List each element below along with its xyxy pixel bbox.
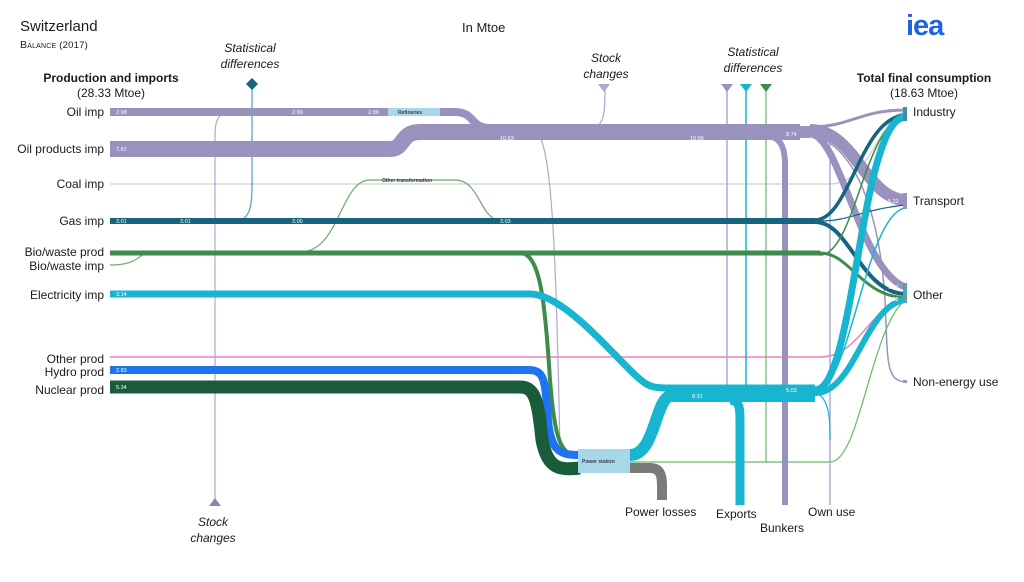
value-other-in-a: 1.77	[888, 285, 899, 291]
flow-nonenergy	[824, 139, 906, 383]
refineries-node	[388, 108, 440, 116]
stock-top-label: Stock changes	[556, 50, 656, 82]
stat-diff-left-line-2: differences	[220, 57, 280, 71]
value-oil-total-a: 10.63	[500, 136, 514, 142]
refineries-label: Refineries	[398, 110, 422, 116]
sink-bar-industry	[903, 107, 907, 121]
flow-hydro	[110, 366, 581, 459]
stock-top-line-2: changes	[583, 67, 629, 81]
stock-top-line-1: Stock	[590, 51, 621, 65]
flow-gas-transport	[819, 204, 906, 222]
value-oil-total-c: 8.74	[786, 132, 797, 138]
sink-transport: Transport	[913, 194, 964, 208]
total-final-consumption-title: Total final consumption	[856, 71, 992, 85]
loss-power-losses: Power losses	[625, 505, 697, 519]
value-oil-products-imp: 7.67	[116, 147, 127, 153]
value-elec-out: 5.03	[786, 388, 797, 394]
stock-bottom-line-2: changes	[190, 531, 236, 545]
value-elec-mid: 8.31	[692, 394, 703, 400]
balance-label: Balance	[20, 39, 57, 51]
source-coal-imp: Coal imp	[56, 177, 104, 191]
flow-elec-power	[628, 390, 815, 461]
sink-industry: Industry	[913, 105, 956, 119]
flow-power-losses	[630, 463, 667, 500]
stat-diff-right-oil-marker	[721, 84, 733, 92]
source-oil-products-imp: Oil products imp	[17, 142, 104, 156]
sink-bar-nonenergy	[903, 380, 907, 383]
flow-oil-stock-top	[589, 89, 606, 129]
loss-exports: Exports	[716, 507, 757, 521]
stat-diff-right-label: Statistical differences	[703, 44, 803, 76]
unit-label: In Mtoe	[462, 20, 506, 35]
flow-elec-imp	[110, 290, 815, 392]
balance-subtitle: Balance (2017)	[20, 39, 88, 51]
stat-diff-left-label: Statistical differences	[200, 40, 300, 72]
flow-nuclear	[110, 380, 581, 476]
value-gas-d: 3.03	[500, 219, 511, 225]
value-gas-c: 3.00	[292, 219, 303, 225]
value-gas-a: 3.01	[116, 219, 127, 225]
balance-year: (2017)	[59, 40, 88, 51]
value-oil-total-b: 10.96	[690, 136, 704, 142]
flow-oil-stock-bottom	[214, 111, 233, 500]
flow-bio-power	[519, 251, 581, 459]
source-bio-waste-prod: Bio/waste prod	[24, 245, 104, 259]
source-hydro-prod: Hydro prod	[44, 365, 104, 379]
flow-oil-industry	[809, 108, 906, 129]
stat-diff-right-bio-marker	[760, 84, 772, 92]
sink-bar-other	[903, 283, 907, 303]
production-imports-title: Production and imports	[43, 71, 179, 85]
stat-diff-left-line-1: Statistical	[224, 41, 276, 55]
source-gas-imp: Gas imp	[59, 214, 104, 228]
flow-elec-industry	[813, 113, 907, 394]
flow-elec-other	[814, 297, 906, 396]
flow-elec-transport	[814, 207, 906, 393]
value-oil-imp-a: 2.98	[116, 110, 127, 116]
total-final-consumption-total: (18.63 Mtoe)	[889, 86, 959, 100]
flow-gas-industry	[814, 113, 906, 222]
stock-bottom-label: Stock changes	[163, 514, 263, 546]
value-oil-imp-c: 2.99	[368, 110, 379, 116]
value-elec-imp: 3.14	[116, 292, 127, 298]
value-gas-b: 3.01	[180, 219, 191, 225]
stat-diff-right-elec-marker	[740, 84, 752, 92]
sink-non-energy-use: Non-energy use	[913, 375, 999, 389]
other-transformation-label: Other transformation	[382, 178, 432, 184]
stock-top-marker	[598, 84, 610, 92]
power-station-label: Power station	[582, 459, 615, 465]
value-nuclear: 5.34	[116, 385, 127, 391]
value-hydro: 2.83	[116, 368, 127, 374]
stock-bottom-marker	[209, 498, 221, 506]
loss-own-use: Own use	[808, 505, 856, 519]
sink-other: Other	[913, 288, 944, 302]
source-other-prod: Other prod	[46, 352, 104, 366]
loss-bunkers: Bunkers	[760, 521, 805, 535]
iea-logo: iea	[906, 10, 944, 42]
source-electricity-imp: Electricity imp	[29, 288, 104, 302]
power-station-node	[578, 449, 630, 473]
flow-oil-products-imp	[110, 124, 800, 157]
flow-bio-other-transform	[299, 179, 501, 253]
source-nuclear-prod: Nuclear prod	[35, 383, 104, 397]
country-title: Switzerland	[20, 18, 98, 35]
source-bio-waste-imp: Bio/waste imp	[29, 259, 104, 273]
stat-diff-left-marker	[246, 78, 258, 90]
stat-diff-right-line-1: Statistical	[727, 45, 779, 59]
production-imports-total: (28.33 Mtoe)	[76, 86, 146, 100]
value-transport-in: 5.22	[888, 199, 899, 205]
source-oil-imp: Oil imp	[66, 105, 104, 119]
flow-oil-bunkers	[759, 132, 788, 505]
flow-oil-other	[809, 130, 907, 291]
value-oil-imp-b: 2.99	[292, 110, 303, 116]
sink-bar-transport	[903, 193, 907, 209]
value-other-in-b: 3.22	[888, 297, 899, 303]
flow-elec-exports	[729, 395, 745, 505]
stat-diff-right-line-2: differences	[723, 61, 783, 75]
flow-power-thin	[630, 299, 906, 463]
stock-bottom-line-1: Stock	[197, 515, 228, 529]
